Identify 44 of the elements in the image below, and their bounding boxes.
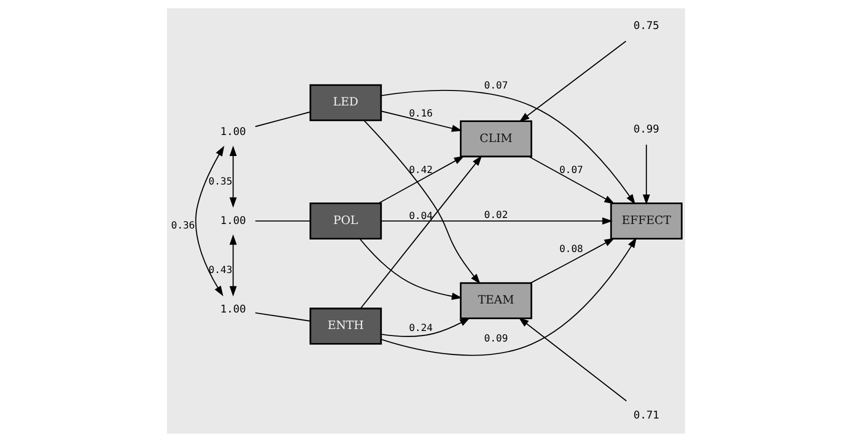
edge-label: 0.04 [408,211,432,222]
node-text: 1.00 [220,302,246,316]
arrow [642,144,650,205]
arrow [229,234,236,296]
node-text: 0.71 [633,408,659,422]
edge-label: 0.43 [208,264,232,276]
node-box: TEAM [459,282,532,320]
edge-label: 0.24 [408,322,432,334]
node-text: 0.99 [633,122,659,136]
node-box: LED [309,84,382,122]
node-text: 0.75 [633,19,659,32]
arrow [530,238,614,284]
edge-label: 0.35 [208,176,232,188]
edge-label: 0.02 [484,210,508,222]
arrow [380,318,470,337]
node-box: EFFECT [610,202,682,240]
arrow [229,146,236,208]
edge-label: 0.16 [408,108,432,120]
arrow [380,90,635,205]
node-box: CLIM [459,120,532,158]
node-box: ENTH [309,308,382,345]
connector [254,111,310,128]
connector [254,312,310,322]
node-text: 1.00 [220,214,246,227]
arrow [378,156,464,204]
node-text: 1.00 [220,125,246,138]
edge-label: 0.09 [484,333,508,344]
arrow [363,120,480,284]
arrow [380,110,462,132]
arrow [380,237,636,356]
connector [254,220,310,222]
arrow [358,238,462,300]
arrow [518,40,626,122]
edge-label: 0.36 [170,220,194,232]
node-box: POL [309,202,382,240]
arrow [194,146,224,296]
edge-label: 0.08 [558,244,583,255]
arrow [360,155,482,309]
arrow [518,317,626,402]
edge-label: 0.07 [558,165,583,176]
edge-label: 0.42 [408,165,432,176]
arrow [380,217,612,225]
edge-label: 0.07 [484,80,508,92]
arrow [528,156,614,204]
